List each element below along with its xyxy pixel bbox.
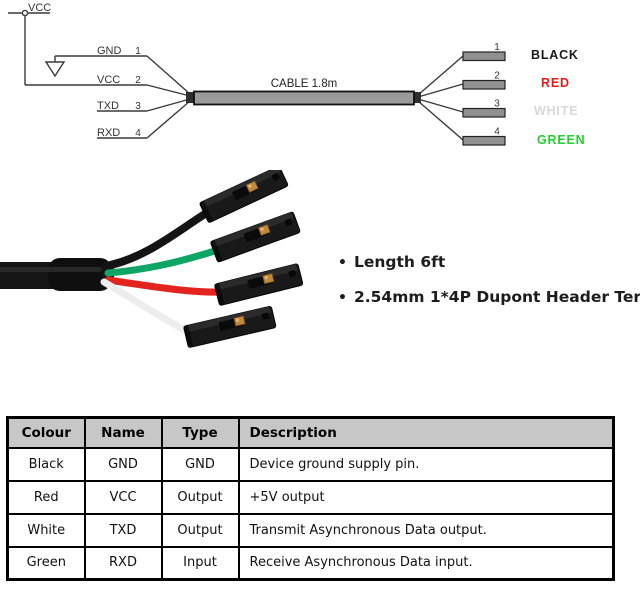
cable-length-label: CABLE 1.8m	[271, 78, 337, 90]
table-cell: +5V output	[237, 479, 615, 515]
wire-color-label-white: WHITE	[534, 104, 578, 118]
pin2-number: 2	[494, 71, 500, 82]
pin1-diagonal	[417, 55, 464, 96]
gold-contact	[262, 273, 275, 285]
pin3-number: 3	[494, 99, 500, 110]
table-cell: Output	[160, 512, 240, 548]
col-header-type: Type	[160, 416, 240, 449]
table-cell: Input	[160, 545, 240, 581]
col-header-name: Name	[83, 416, 163, 449]
green-wire	[104, 246, 222, 277]
gnd-diagonal	[146, 55, 191, 95]
cable-photo	[0, 170, 304, 348]
dupont-connector-1	[199, 170, 289, 223]
table-row: White TXD Output Transmit Asynchronous D…	[6, 512, 615, 548]
wire-color-label-green: GREEN	[537, 133, 585, 147]
net-label-vcc: VCC	[97, 74, 120, 86]
vcc-node-circle	[21, 9, 29, 17]
pin4-number: 4	[494, 127, 500, 138]
table-cell: Green	[6, 545, 86, 581]
table-cell: Receive Asynchronous Data input.	[237, 545, 615, 581]
table-cell: Red	[6, 479, 86, 515]
wire-color-label-black: BLACK	[531, 48, 579, 62]
ground-symbol-icon	[44, 61, 66, 78]
net-label-gnd: GND	[97, 45, 122, 57]
gold-contact	[245, 180, 259, 193]
col-header-description: Description	[237, 416, 615, 449]
col-header-colour: Colour	[6, 416, 86, 449]
table-cell: GND	[83, 446, 163, 482]
table-row: Black GND GND Device ground supply pin.	[6, 446, 615, 482]
pinout-table: Colour Name Type Description Black GND G…	[6, 416, 615, 581]
bullet-icon: •	[338, 290, 347, 306]
gold-contact	[257, 224, 271, 236]
table-cell: Output	[160, 479, 240, 515]
cable-bar	[193, 90, 415, 106]
table-header-row: Colour Name Type Description	[6, 416, 615, 449]
cable-jacket	[0, 258, 114, 291]
table-cell: VCC	[83, 479, 163, 515]
pin3-bar	[462, 107, 506, 118]
pin4-bar	[462, 135, 506, 146]
table-cell: TXD	[83, 512, 163, 548]
pin2-diagonal	[417, 83, 464, 98]
net-pin-2: 2	[135, 75, 141, 86]
feature-terminal-text: 2.54mm 1*4P Dupont Header Terminal	[353, 288, 640, 306]
table-cell: White	[6, 512, 86, 548]
net-label-txd: TXD	[97, 100, 119, 112]
net-pin-4: 4	[135, 128, 141, 139]
txd-diagonal	[146, 98, 191, 112]
red-wire	[104, 276, 225, 296]
table-row: Red VCC Output +5V output	[6, 479, 615, 515]
feature-length: • Length 6ft	[338, 252, 640, 273]
feature-list: • Length 6ft • 2.54mm 1*4P Dupont Header T…	[338, 252, 640, 322]
pin2-bar	[462, 79, 506, 90]
pin1-bar	[462, 51, 506, 62]
table-cell: Device ground supply pin.	[237, 446, 615, 482]
rxd-diagonal	[146, 100, 191, 139]
bullet-icon: •	[338, 255, 347, 271]
pin1-number: 1	[494, 42, 500, 53]
table-cell: Black	[6, 446, 86, 482]
dupont-connector-4	[183, 306, 277, 348]
dupont-connector-2	[210, 211, 301, 263]
black-wire	[102, 208, 212, 270]
pin4-diagonal	[417, 100, 464, 141]
pin3-diagonal	[417, 98, 464, 113]
vcc-diagonal	[146, 84, 191, 97]
table-cell: RXD	[83, 545, 163, 581]
wire-color-label-red: RED	[541, 76, 570, 90]
table-cell: Transmit Asynchronous Data output.	[237, 512, 615, 548]
net-label-rxd: RXD	[97, 127, 120, 139]
gold-contact	[233, 315, 246, 327]
dupont-connector-3	[214, 263, 304, 306]
table-cell: GND	[160, 446, 240, 482]
net-pin-1: 1	[135, 46, 141, 57]
cable-left-nub	[186, 92, 195, 103]
vcc-top-label: VCC	[28, 2, 51, 14]
feature-terminal: • 2.54mm 1*4P Dupont Header Terminal	[338, 287, 640, 308]
table-row: Green RXD Input Receive Asynchronous Dat…	[6, 545, 615, 581]
white-wire	[100, 278, 194, 337]
wiring-diagram: CABLE 1.8m VCC GND VCC TXD RXD 1 2 3 4 1…	[8, 2, 585, 147]
feature-length-text: Length 6ft	[353, 253, 446, 271]
net-pin-3: 3	[135, 101, 141, 112]
cable-right-nub	[412, 92, 421, 103]
